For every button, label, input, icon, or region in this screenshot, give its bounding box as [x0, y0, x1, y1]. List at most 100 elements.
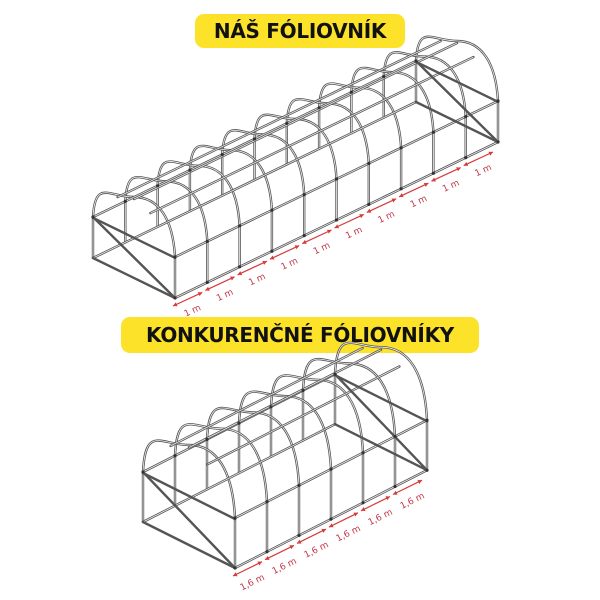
- frame-joint: [414, 59, 418, 63]
- frame-joint: [334, 218, 339, 222]
- arch-hoop: [156, 160, 241, 268]
- frame-joint: [329, 467, 333, 471]
- frame-joint: [205, 239, 209, 243]
- dimension-label: 1 m: [280, 256, 300, 272]
- dimension-label: 1 m: [344, 225, 364, 241]
- frame-joint: [205, 280, 209, 284]
- dimension-arrow: [172, 291, 203, 307]
- diagonal-brace: [414, 59, 500, 144]
- frame-joint: [361, 501, 365, 505]
- frame-joint: [361, 451, 365, 455]
- dimension-arrow: [296, 528, 327, 544]
- frame-joint: [141, 470, 145, 474]
- frame-joint: [237, 421, 241, 425]
- competitor-greenhouse-frame-diagram: 1,6 m1,6 m1,6 m1,6 m1,6 m1,6 m: [141, 341, 429, 593]
- frame-joint: [297, 533, 301, 538]
- frame-joint: [399, 146, 403, 150]
- dimension-arrow: [301, 229, 332, 245]
- arch-hoop: [333, 341, 429, 472]
- end-base-bar: [333, 423, 429, 472]
- frame-joint: [238, 265, 242, 269]
- dimension-arrow: [398, 182, 429, 198]
- dimension-label: 1,6 m: [335, 524, 363, 544]
- end-base-bar: [414, 100, 500, 144]
- arch-hoop: [173, 423, 269, 553]
- frame-joint: [265, 550, 269, 554]
- end-cross-bar: [333, 374, 429, 423]
- frame-joint: [302, 234, 306, 238]
- frame-joint: [334, 177, 339, 181]
- frame-joint: [205, 437, 209, 441]
- frame-joint: [393, 484, 397, 489]
- arch-hoop: [205, 406, 301, 537]
- arch-hoop: [188, 144, 274, 253]
- dimension-arrow: [431, 167, 461, 182]
- frame-joint: [173, 454, 177, 458]
- dimension-label: 1,6 m: [271, 557, 299, 577]
- frame-joint: [333, 372, 337, 376]
- frame-joint: [252, 137, 257, 141]
- dimension-arrow: [237, 260, 268, 276]
- arch-hoop: [237, 390, 333, 521]
- frame-joint: [425, 468, 429, 472]
- our-greenhouse-frame-diagram: 1 m1 m1 m1 m1 m1 m1 m1 m1 m1 m: [91, 35, 500, 320]
- frame-joint: [431, 130, 435, 134]
- dimension-label: 1,6 m: [303, 540, 331, 560]
- dimension-label: 1 m: [312, 241, 332, 257]
- dimension-arrow: [264, 544, 295, 561]
- frame-joint: [270, 249, 274, 253]
- dimension-label: 1,6 m: [399, 491, 427, 511]
- dimension-label: 1 m: [441, 178, 461, 194]
- frame-joint: [220, 153, 224, 157]
- dimension-arrow: [463, 151, 494, 167]
- frame-joint: [329, 517, 333, 521]
- frame-joint: [431, 171, 435, 175]
- frame-joint: [233, 566, 237, 570]
- diagonal-brace: [91, 215, 177, 300]
- arch-hoop: [221, 129, 306, 237]
- arch-hoop: [285, 97, 370, 206]
- dimension-label: 1 m: [183, 303, 203, 319]
- frame-joint: [302, 193, 306, 197]
- frame-joint: [349, 90, 353, 94]
- arch-hoop: [269, 374, 365, 504]
- arch-hoop: [124, 175, 209, 284]
- heading-our-greenhouse: NÁŠ FÓLIOVNÍK: [195, 14, 405, 48]
- diagonal-brace: [141, 470, 237, 570]
- frame-joint: [173, 296, 177, 300]
- dimension-label: 1 m: [377, 210, 397, 226]
- frame-joint: [317, 106, 321, 110]
- arch-hoop: [141, 439, 237, 570]
- frame-joint: [301, 388, 305, 393]
- end-base-bar: [91, 256, 177, 300]
- frame-joint: [399, 187, 403, 191]
- frame-joint: [156, 184, 160, 188]
- frame-joint: [464, 115, 468, 119]
- dimension-arrow: [328, 512, 359, 528]
- frame-joint: [393, 434, 397, 439]
- dimension-label: 1 m: [215, 288, 235, 304]
- dimension-label: 1,6 m: [367, 508, 395, 528]
- dimension-label: 1 m: [247, 272, 267, 288]
- frame-joint: [382, 75, 386, 79]
- frame-joint: [297, 483, 301, 487]
- frame-joint: [285, 121, 289, 125]
- arch-hoop: [414, 35, 500, 144]
- dimension-arrow: [334, 213, 365, 229]
- frame-joint: [496, 140, 500, 144]
- dimension-label: 1 m: [474, 163, 494, 179]
- frame-joint: [91, 215, 95, 219]
- heading-competitor-greenhouses: KONKURENČNÉ FÓLIOVNÍKY: [121, 317, 479, 353]
- arch-hoop: [253, 113, 338, 222]
- frame-joint: [173, 255, 177, 259]
- frame-joint: [464, 156, 468, 160]
- dimension-arrow: [232, 561, 263, 577]
- frame-joint: [270, 208, 274, 212]
- arch-hoop: [317, 82, 403, 190]
- end-cross-bar: [414, 60, 500, 104]
- dimension-label: 1,6 m: [239, 573, 267, 593]
- dimension-arrow: [269, 245, 300, 260]
- frame-joint: [265, 500, 269, 504]
- frame-joint: [238, 224, 242, 228]
